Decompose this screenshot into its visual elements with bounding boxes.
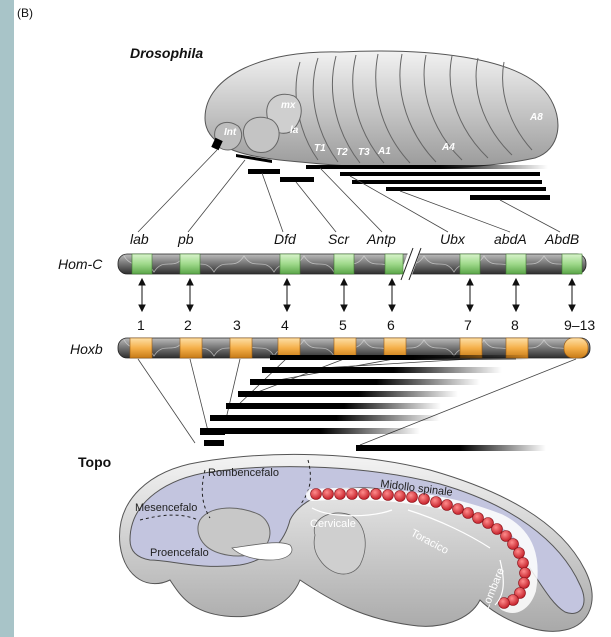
somite xyxy=(499,598,510,609)
somite xyxy=(473,513,484,524)
somite xyxy=(520,568,531,579)
gene-label-dfd: Dfd xyxy=(274,231,297,247)
hom-c-gene xyxy=(385,254,403,274)
somite xyxy=(492,524,503,535)
somite xyxy=(431,497,442,508)
gene-label-ubx: Ubx xyxy=(440,231,466,247)
gene-label-abdb: AbdB xyxy=(544,231,579,247)
paralog-number: 7 xyxy=(464,317,472,333)
segment-a1: A1 xyxy=(377,146,391,157)
somite xyxy=(311,489,322,500)
gene-label-abda: abdA xyxy=(494,231,527,247)
hom-c-gene xyxy=(280,254,300,274)
hom-c-chromosome xyxy=(118,248,586,280)
segment-la: la xyxy=(290,125,299,136)
hom-c-gene xyxy=(506,254,526,274)
expression-bar xyxy=(204,440,224,446)
paralog-number: 1 xyxy=(137,317,145,333)
gene-label-scr: Scr xyxy=(328,231,350,247)
expression-bar xyxy=(250,379,480,385)
paralog-number: 3 xyxy=(233,317,241,333)
region-label: Proencefalo xyxy=(150,547,209,559)
somite xyxy=(519,578,530,589)
somite xyxy=(323,489,334,500)
expression-bar xyxy=(352,180,542,184)
hoxb-gene xyxy=(564,338,588,358)
hoxb-gene xyxy=(130,338,152,358)
expression-bar xyxy=(386,187,546,191)
homology-arrows xyxy=(139,279,575,311)
paralog-number: 6 xyxy=(387,317,395,333)
gene-label-pb: pb xyxy=(177,231,194,247)
hom-c-gene xyxy=(180,254,200,274)
mouse-title: Topo xyxy=(78,454,111,470)
somite xyxy=(371,489,382,500)
somite xyxy=(442,500,453,511)
segment-a4: A4 xyxy=(441,142,455,153)
segment-t1: T1 xyxy=(314,143,326,154)
paralog-number: 4 xyxy=(281,317,289,333)
expression-bar xyxy=(262,367,502,373)
expression-bar xyxy=(226,403,441,409)
expression-bar xyxy=(306,165,548,169)
somite xyxy=(514,548,525,559)
drosophila-title: Drosophila xyxy=(130,45,203,61)
gene-label-lab: lab xyxy=(130,231,149,247)
hoxb-gene xyxy=(180,338,202,358)
hoxb-gene xyxy=(230,338,252,358)
region-label: Cervicale xyxy=(310,518,356,530)
expression-bar xyxy=(340,172,540,176)
region-label: Rombencefalo xyxy=(208,467,279,479)
expression-bar xyxy=(238,391,458,397)
somite xyxy=(335,489,346,500)
segment-t2: T2 xyxy=(336,147,348,158)
expression-bar xyxy=(280,177,314,182)
expression-bar xyxy=(210,415,440,421)
hom-c-gene xyxy=(132,254,152,274)
expression-bar xyxy=(200,428,420,434)
paralog-number: 2 xyxy=(184,317,192,333)
segment-t3: T3 xyxy=(358,147,370,158)
expression-bar xyxy=(470,195,550,200)
somite xyxy=(518,558,529,569)
expression-bar xyxy=(248,169,280,174)
region-label: Mesencefalo xyxy=(135,502,197,514)
expression-bar xyxy=(270,355,530,360)
paralog-number: 9–13 xyxy=(564,317,595,333)
hom-c-label: Hom-C xyxy=(58,256,103,272)
paralog-number: 5 xyxy=(339,317,347,333)
mouse-expression-bars xyxy=(200,355,546,451)
hom-c-gene xyxy=(460,254,480,274)
gene-label-antp: Antp xyxy=(366,231,396,247)
segment-int: Int xyxy=(224,127,237,138)
segment-mx: mx xyxy=(281,100,296,111)
hom-c-gene xyxy=(334,254,354,274)
mouse-embryo xyxy=(120,454,593,631)
expression-bar xyxy=(356,445,546,451)
paralog-number: 8 xyxy=(511,317,519,333)
somite xyxy=(359,489,370,500)
segment-a8: A8 xyxy=(529,112,543,123)
hoxb-label: Hoxb xyxy=(70,341,103,357)
somite xyxy=(463,508,474,519)
somite xyxy=(453,504,464,515)
hom-c-gene xyxy=(562,254,582,274)
somite xyxy=(347,489,358,500)
